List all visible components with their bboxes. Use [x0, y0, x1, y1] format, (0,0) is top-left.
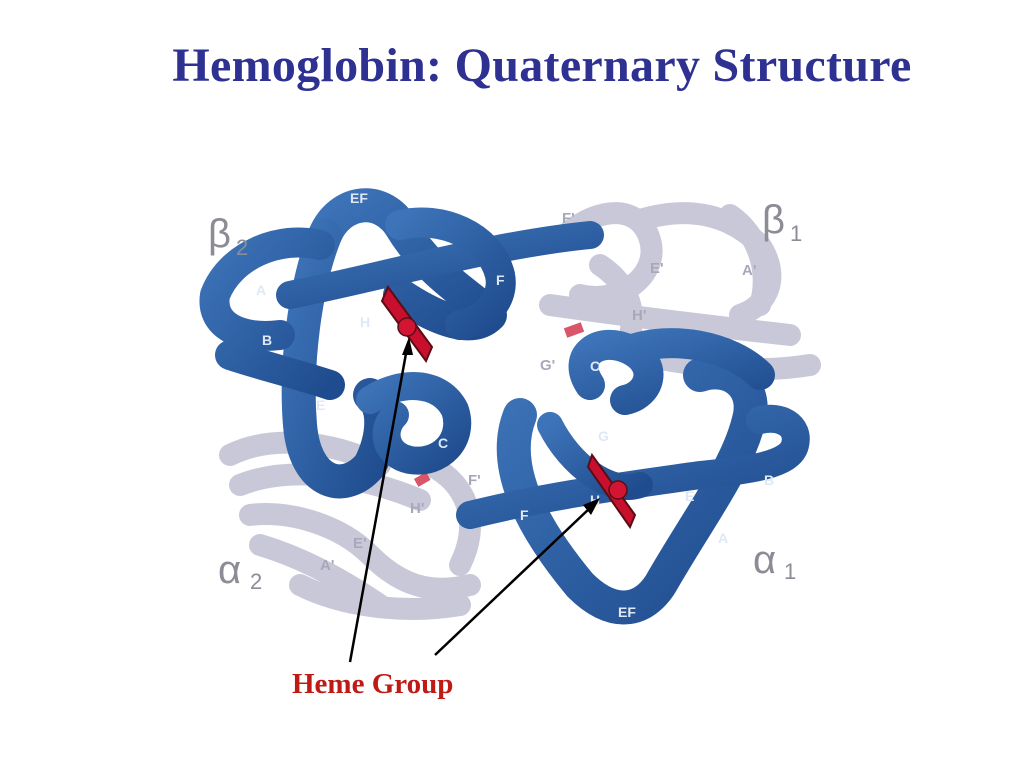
beta1-label-g: G'	[540, 357, 555, 374]
beta1-helix-labels: F' E' A' H' G'	[540, 210, 756, 374]
heme-fragment-beta1	[563, 322, 585, 338]
alpha2-label-a: A'	[320, 557, 334, 574]
alpha1-symbol: α	[753, 538, 776, 582]
heme-group-caption: Heme Group	[292, 668, 454, 700]
alpha2-helix-labels: F' H' E' A'	[320, 472, 481, 574]
pointer-arrowhead-alpha1	[583, 498, 600, 515]
alpha1-subunit	[456, 328, 810, 625]
beta1-subscript: 1	[790, 221, 802, 246]
alpha1-label-b: B	[764, 472, 774, 488]
beta2-label-f: F	[496, 272, 505, 288]
beta2-tube-f	[385, 207, 516, 340]
beta1-label-a: A'	[742, 262, 756, 279]
slide-title: Hemoglobin: Quaternary Structure	[172, 39, 912, 92]
hemoglobin-svg: F' E' A' H' G' F' H' E' A'	[199, 188, 821, 663]
heme-beta2-iron	[397, 317, 417, 337]
alpha1-helix-labels: C G H F E B A EF	[520, 358, 774, 620]
heme-pointers	[348, 337, 600, 663]
alpha1-subscript: 1	[784, 559, 796, 584]
alpha1-label-f: F	[520, 507, 529, 523]
alpha2-subscript: 2	[250, 569, 262, 594]
pointer-line-alpha1	[434, 507, 591, 656]
heme-beta2	[380, 284, 434, 364]
alpha1-label-c: C	[590, 358, 600, 374]
heme-alpha1	[586, 452, 637, 530]
pointer-arrowhead-beta2	[402, 337, 413, 355]
alpha1-label-e: E	[685, 488, 694, 504]
alpha2-label-h: H'	[410, 500, 424, 517]
beta1-tube	[539, 202, 821, 381]
alpha1-label-ef: EF	[618, 604, 636, 620]
hemoglobin-diagram: F' E' A' H' G' F' H' E' A'	[170, 165, 830, 675]
beta2-label-c: C	[438, 435, 448, 451]
alpha1-tube-inner	[537, 412, 653, 500]
beta1-subunit	[539, 202, 821, 381]
beta2-label-e: E	[316, 397, 325, 413]
beta2-label-h: H	[360, 314, 370, 330]
beta2-symbol: β	[208, 212, 231, 256]
beta2-tube-left	[199, 227, 345, 400]
pointer-line-beta2	[348, 347, 409, 663]
beta2-helix-labels: EF A B H E F C	[256, 190, 505, 451]
beta2-subunit	[199, 188, 604, 499]
alpha2-symbol: α	[218, 548, 241, 592]
heme-alpha1-iron	[608, 480, 628, 500]
beta1-symbol: β	[762, 198, 785, 242]
beta2-subscript: 2	[236, 235, 248, 260]
beta2-label-b: B	[262, 332, 272, 348]
beta2-tube-horizontal	[276, 221, 604, 309]
alpha1-tube-cross	[456, 404, 810, 529]
heme-fragment-alpha2	[413, 472, 431, 487]
beta2-label-ef: EF	[350, 190, 368, 206]
alpha1-label-g: G	[598, 428, 609, 444]
beta1-label-f: F'	[562, 210, 575, 227]
beta1-label-e: E'	[650, 260, 664, 277]
beta2-label-a: A	[256, 282, 266, 298]
subunit-symbols: β 2 β 1 α 2 α 1	[208, 198, 802, 594]
alpha1-label-a: A	[718, 530, 728, 546]
alpha1-tube-c	[568, 328, 775, 415]
beta1-label-h: H'	[632, 307, 646, 324]
alpha2-label-f: F'	[468, 472, 481, 489]
alpha1-label-h: H	[590, 492, 600, 508]
alpha2-label-e: E'	[353, 535, 367, 552]
